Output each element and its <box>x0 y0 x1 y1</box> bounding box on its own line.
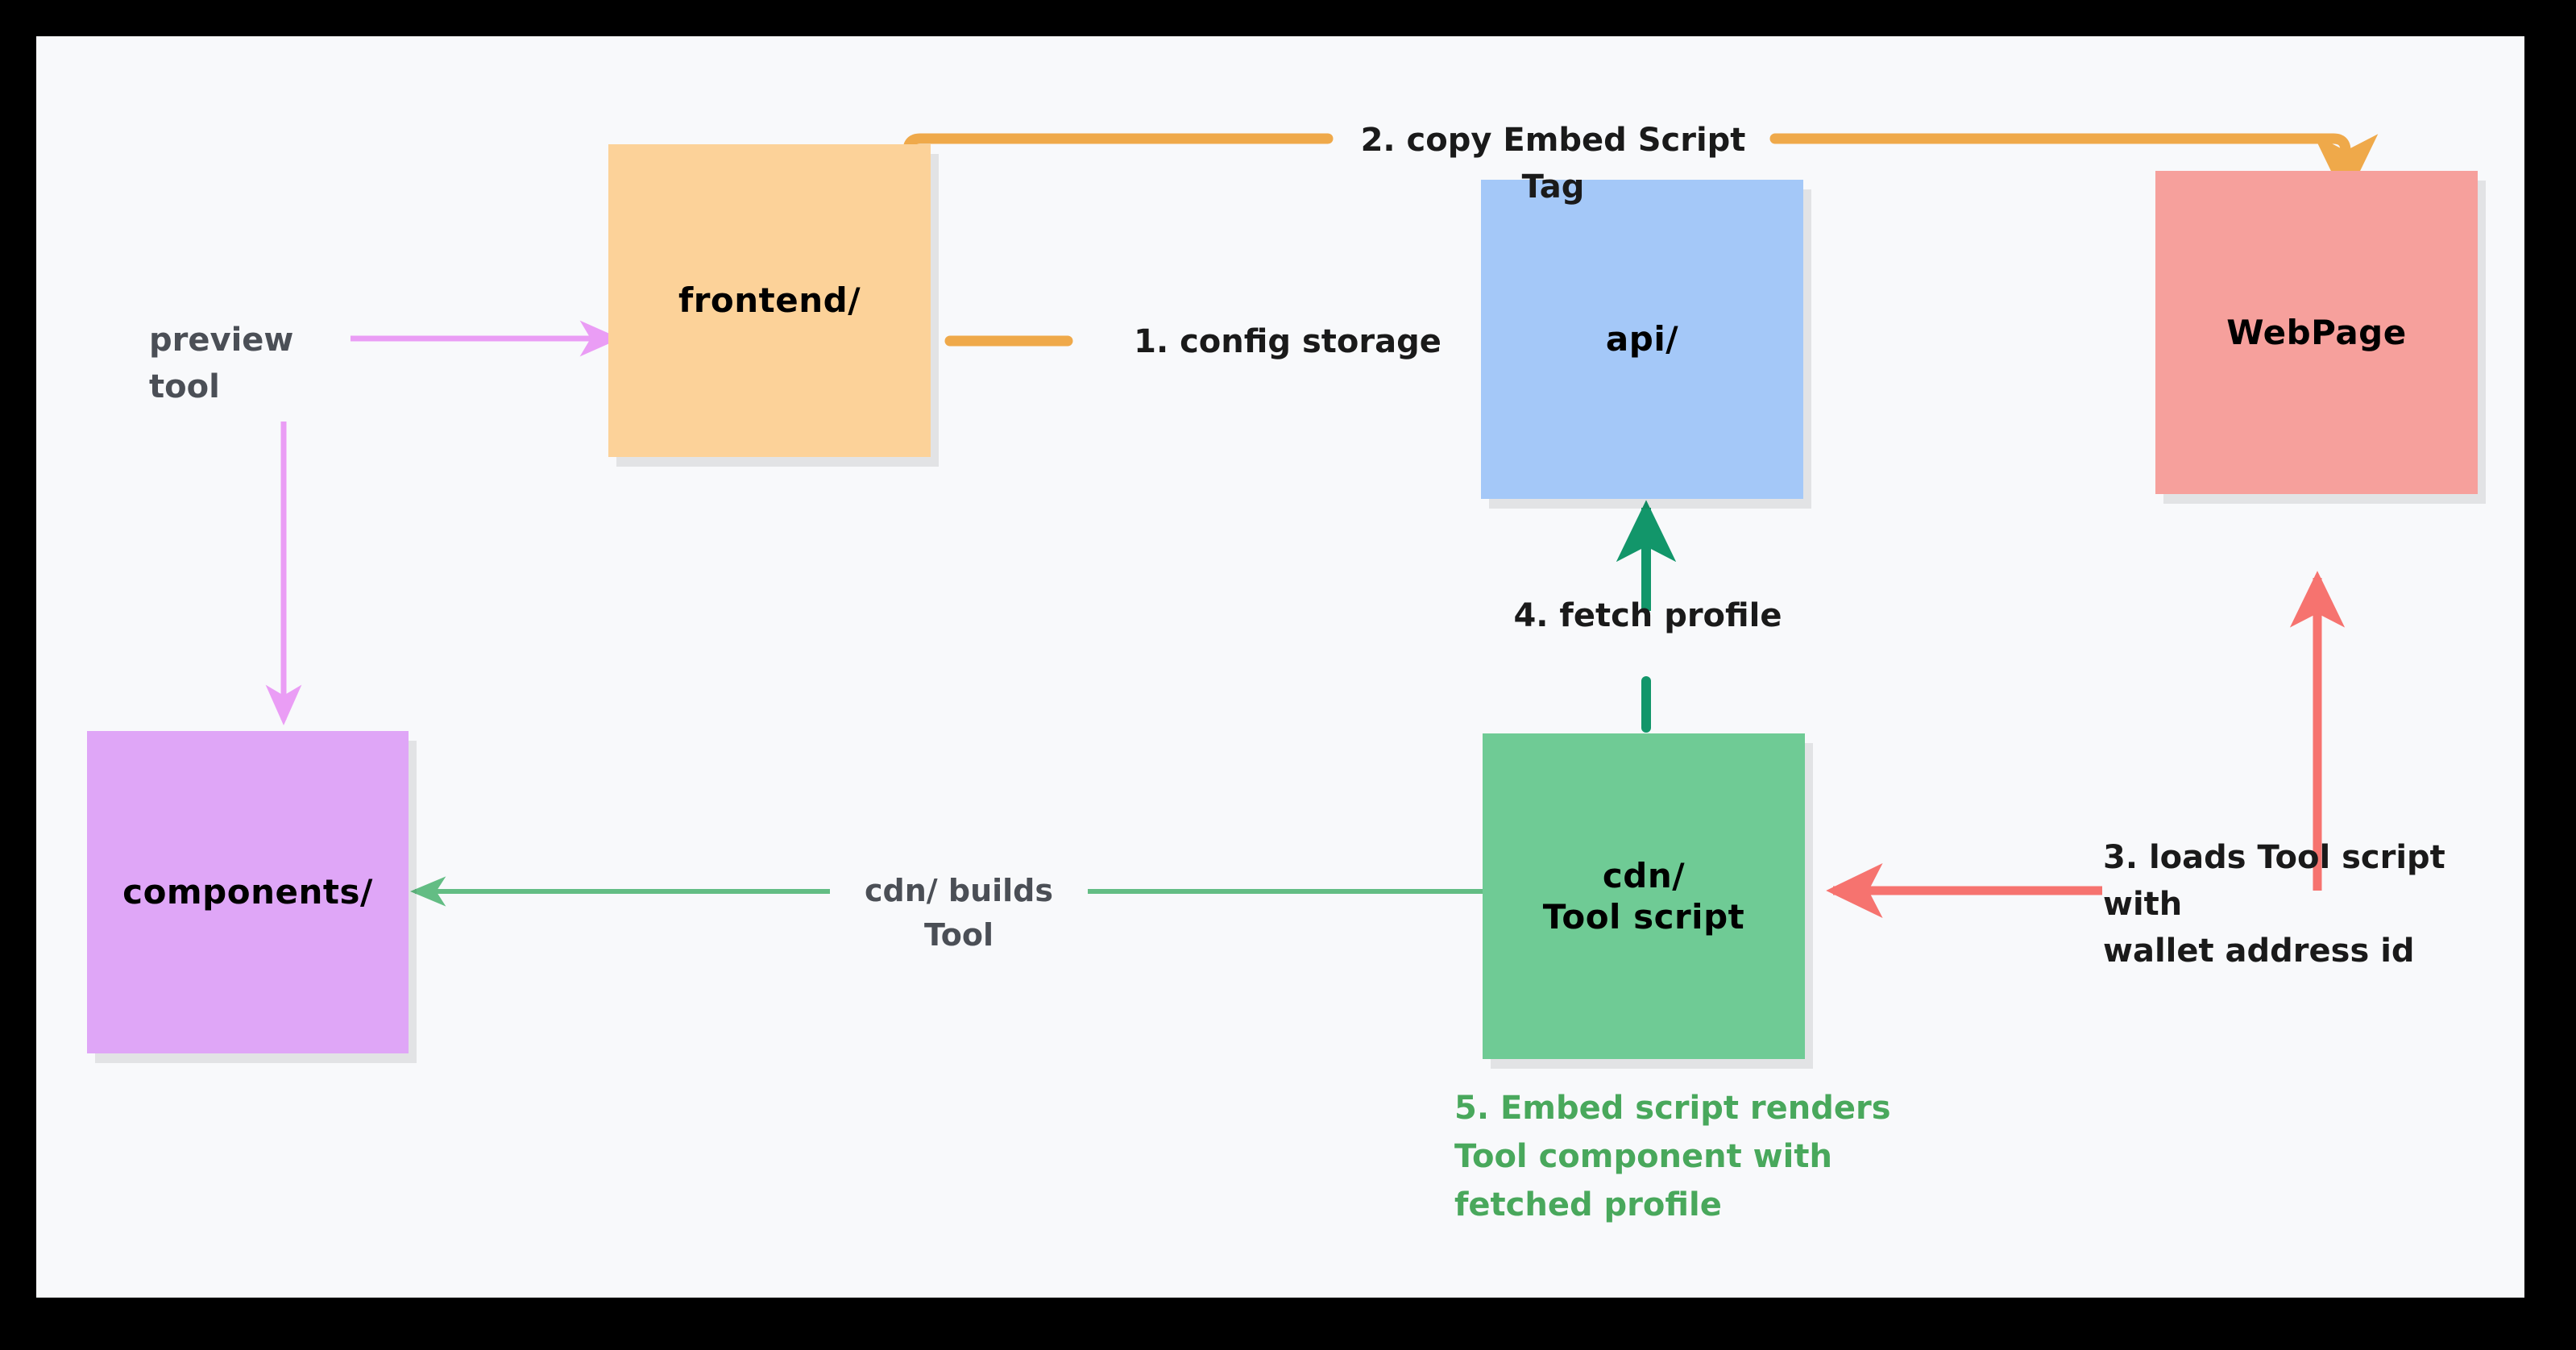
edge-layer <box>265 133 2379 919</box>
node-api[interactable]: api/ <box>1481 180 1803 499</box>
edge-label-cdn-builds-tool: cdn/ builds Tool <box>864 873 1053 953</box>
node-cdn-tool-script-label: cdn/ Tool script <box>1542 855 1745 937</box>
node-components[interactable]: components/ <box>87 731 409 1053</box>
annotation-embed-script-renders: 5. Embed script renders Tool component w… <box>1454 1090 1891 1223</box>
edge-label-loads-tool-script: 3. loads Tool script with wallet address… <box>2103 839 2445 970</box>
edge-label-config-storage: 1. config storage <box>1134 323 1441 360</box>
edge-label-fetch-profile: 4. fetch profile <box>1513 597 1782 634</box>
node-frontend-label: frontend/ <box>678 280 861 321</box>
node-components-label: components/ <box>122 872 373 912</box>
node-frontend[interactable]: frontend/ <box>608 144 931 457</box>
edge-label-preview-tool: preview tool <box>149 322 294 405</box>
edge-label-copy-embed-script-tag: 2. copy Embed Script Tag <box>1360 122 1746 206</box>
node-webpage-label: WebPage <box>2226 312 2407 352</box>
node-api-label: api/ <box>1605 319 1679 359</box>
diagram-canvas: frontend/ api/ WebPage components/ cdn/ … <box>36 36 2524 1298</box>
node-cdn-tool-script[interactable]: cdn/ Tool script <box>1483 733 1805 1059</box>
node-webpage[interactable]: WebPage <box>2155 171 2478 494</box>
